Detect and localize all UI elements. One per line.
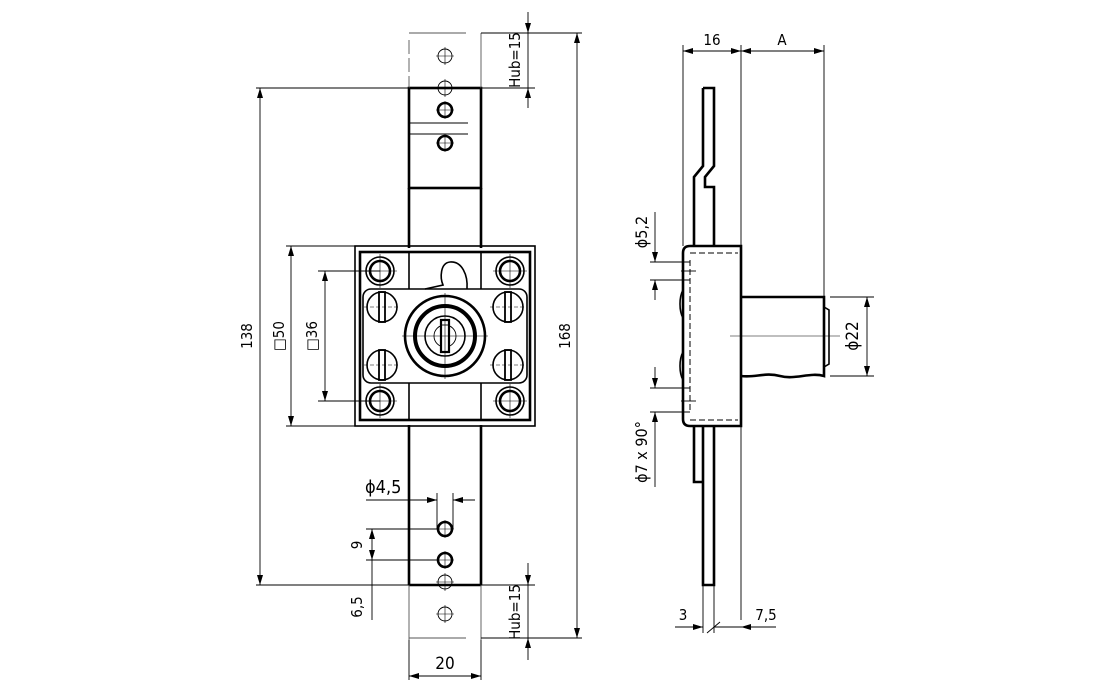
dim-cylinder-diameter: ϕ22 xyxy=(830,296,874,377)
dim-label: ϕ5,2 xyxy=(632,216,651,248)
dim-stroke-bottom: Hub=15 xyxy=(481,563,535,660)
slotted-screws xyxy=(364,291,526,381)
dim-projection: A xyxy=(741,31,825,297)
lower-holes xyxy=(436,520,454,623)
lower-bolt-tab xyxy=(692,426,703,484)
dim-edge-offset: 6,5 xyxy=(348,560,373,620)
dim-label: ϕ4,5 xyxy=(365,477,401,498)
dim-label: Hub=15 xyxy=(506,32,524,88)
front-view: 138 □50 □36 168 Hub=1 xyxy=(238,12,582,680)
dim-label: Hub=15 xyxy=(506,584,524,640)
dim-bar-width: 20 xyxy=(408,640,482,680)
screw-countersunk xyxy=(493,384,527,418)
dim-bar-thickness: 3 xyxy=(675,585,721,634)
dim-label: 168 xyxy=(556,323,574,349)
dim-label: 9 xyxy=(348,541,366,550)
side-view: 16 A ϕ22 ϕ5,2 xyxy=(632,31,874,634)
cylinder-body xyxy=(740,295,826,379)
dim-hole-spacing: 9 xyxy=(348,528,437,561)
dim-label: 7,5 xyxy=(755,606,776,624)
latch-hook xyxy=(424,261,468,290)
cylinder-face xyxy=(823,306,830,368)
screw-head-bump xyxy=(679,289,684,319)
dim-label: □50 xyxy=(270,321,288,351)
slotted-screw xyxy=(364,291,400,323)
dim-hole-diameter: ϕ4,5 xyxy=(365,477,475,529)
dim-label: 20 xyxy=(435,654,454,674)
dim-label: 138 xyxy=(238,323,256,349)
upper-holes xyxy=(436,47,454,152)
dim-screw-hole: ϕ5,2 xyxy=(632,212,696,300)
dim-depth: 16 xyxy=(682,31,742,620)
upper-bolt-profile xyxy=(703,86,716,246)
dim-bar-offset: 7,5 xyxy=(714,606,777,630)
dim-label: 3 xyxy=(679,606,688,624)
dim-label: A xyxy=(777,31,787,49)
dim-stroke-top: Hub=15 xyxy=(481,12,535,108)
screw-head-bump xyxy=(679,351,684,381)
dim-overall-height: 138 xyxy=(238,87,409,586)
dim-housing-outer: □50 xyxy=(270,245,355,427)
dim-travel-height: 168 xyxy=(481,32,582,639)
slotted-screw xyxy=(490,291,526,323)
dim-label: 6,5 xyxy=(348,596,366,617)
dim-label: ϕ22 xyxy=(843,321,863,351)
cylinder-plate xyxy=(362,288,528,384)
screw-countersunk xyxy=(493,254,527,288)
dim-label: 16 xyxy=(703,31,720,49)
lower-bolt-profile xyxy=(701,426,716,587)
key-cylinder xyxy=(402,293,488,379)
dim-countersink: ϕ7 x 90° xyxy=(632,367,696,487)
housing-profile xyxy=(681,244,743,428)
slotted-screw xyxy=(364,349,400,381)
dim-housing-inner: □36 xyxy=(303,270,380,402)
dim-label: ϕ7 x 90° xyxy=(632,421,651,483)
lock-housing xyxy=(354,245,536,427)
upper-bolt-profile-back xyxy=(692,88,705,246)
dim-label: □36 xyxy=(303,321,321,351)
corner-screws xyxy=(363,254,527,418)
slotted-screw xyxy=(490,349,526,381)
